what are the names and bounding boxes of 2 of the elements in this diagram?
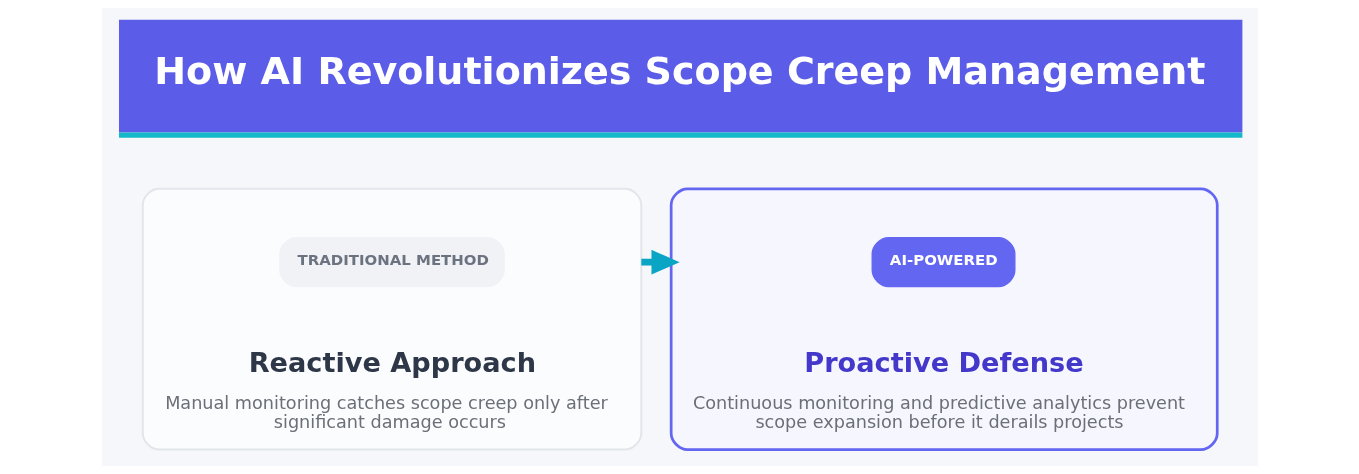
diagram-title: How AI Revolutionizes Scope Creep Management [153, 49, 1205, 94]
node-box: AI-POWERED [871, 237, 1016, 288]
